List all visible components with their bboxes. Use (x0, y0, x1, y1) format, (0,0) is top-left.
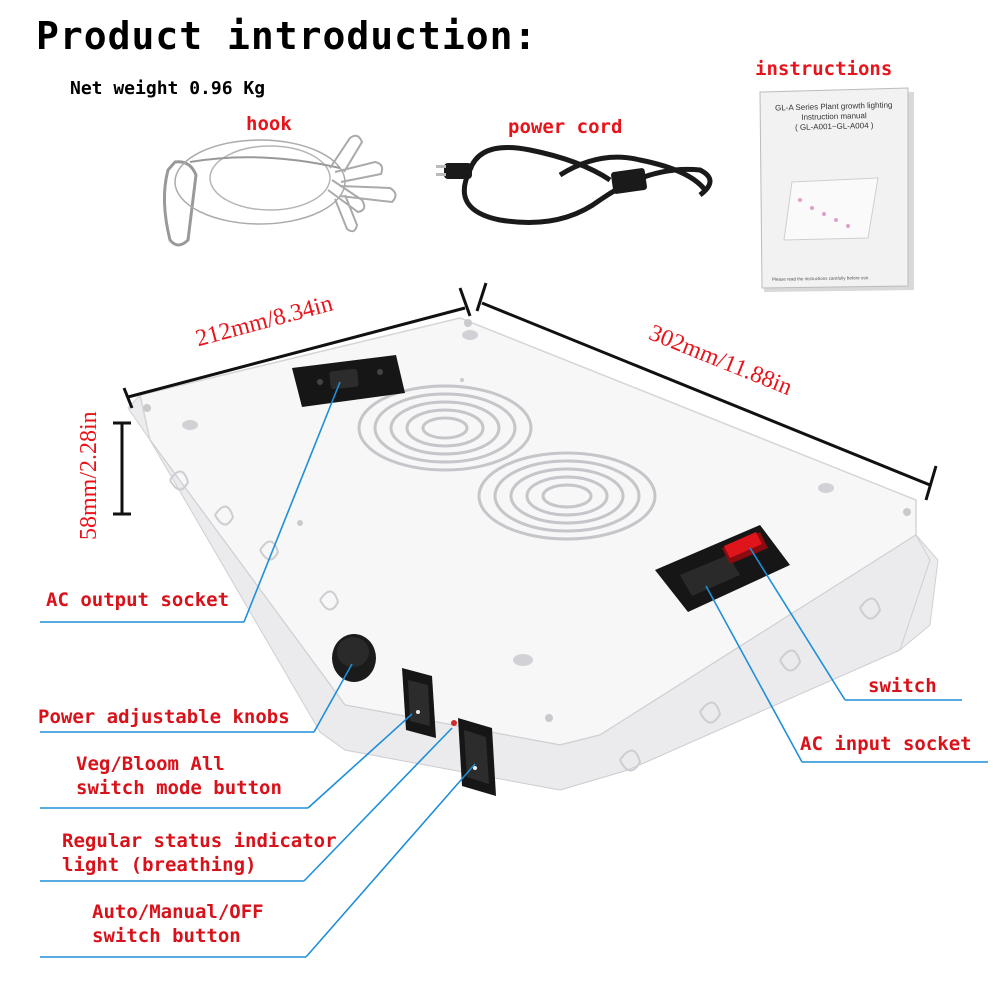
power-cord-label: power cord (508, 116, 623, 138)
grow-light-device (127, 317, 939, 796)
auto-label-line-2: switch button (92, 925, 241, 947)
power-knob (332, 634, 376, 682)
switch-label: switch (868, 675, 937, 697)
page-title: Product introduction: (36, 14, 538, 58)
height-dimension-label: 58mm/2.28in (76, 411, 102, 540)
veg-bloom-label-line-2: switch mode button (76, 777, 282, 799)
veg-bloom-label: Veg/Bloom All switch mode button (76, 752, 282, 800)
net-weight-label: Net weight 0.96 Kg (70, 78, 266, 99)
instructions-label: instructions (755, 58, 893, 80)
ac-output-socket (292, 355, 405, 407)
status-label-line-1: Regular status indicator (62, 830, 337, 852)
ac-input-socket-label: AC input socket (800, 733, 972, 755)
cooling-fan-1 (357, 384, 533, 472)
auto-manual-off-label: Auto/Manual/OFF switch button (92, 900, 264, 948)
veg-bloom-label-line-1: Veg/Bloom All (76, 753, 225, 775)
status-indicator-led (451, 720, 457, 726)
auto-label-line-1: Auto/Manual/OFF (92, 901, 264, 923)
status-label-line-2: light (breathing) (62, 854, 257, 876)
leader-lines (40, 381, 988, 958)
dimension-lines (113, 282, 938, 516)
power-cord-image (436, 145, 713, 225)
veg-bloom-switch (402, 668, 436, 738)
auto-manual-off-switch (458, 718, 496, 796)
manual-cover-text: GL-A Series Plant growth lighting Instru… (764, 100, 905, 134)
hook-label: hook (246, 113, 292, 135)
power-switch (722, 532, 768, 564)
status-indicator-label: Regular status indicator light (breathin… (62, 829, 337, 877)
cooling-fan-2 (477, 451, 657, 541)
hook-image (162, 134, 397, 247)
ac-output-socket-label: AC output socket (46, 589, 230, 611)
power-knob-label: Power adjustable knobs (38, 706, 290, 728)
instruction-manual-image (759, 87, 914, 292)
